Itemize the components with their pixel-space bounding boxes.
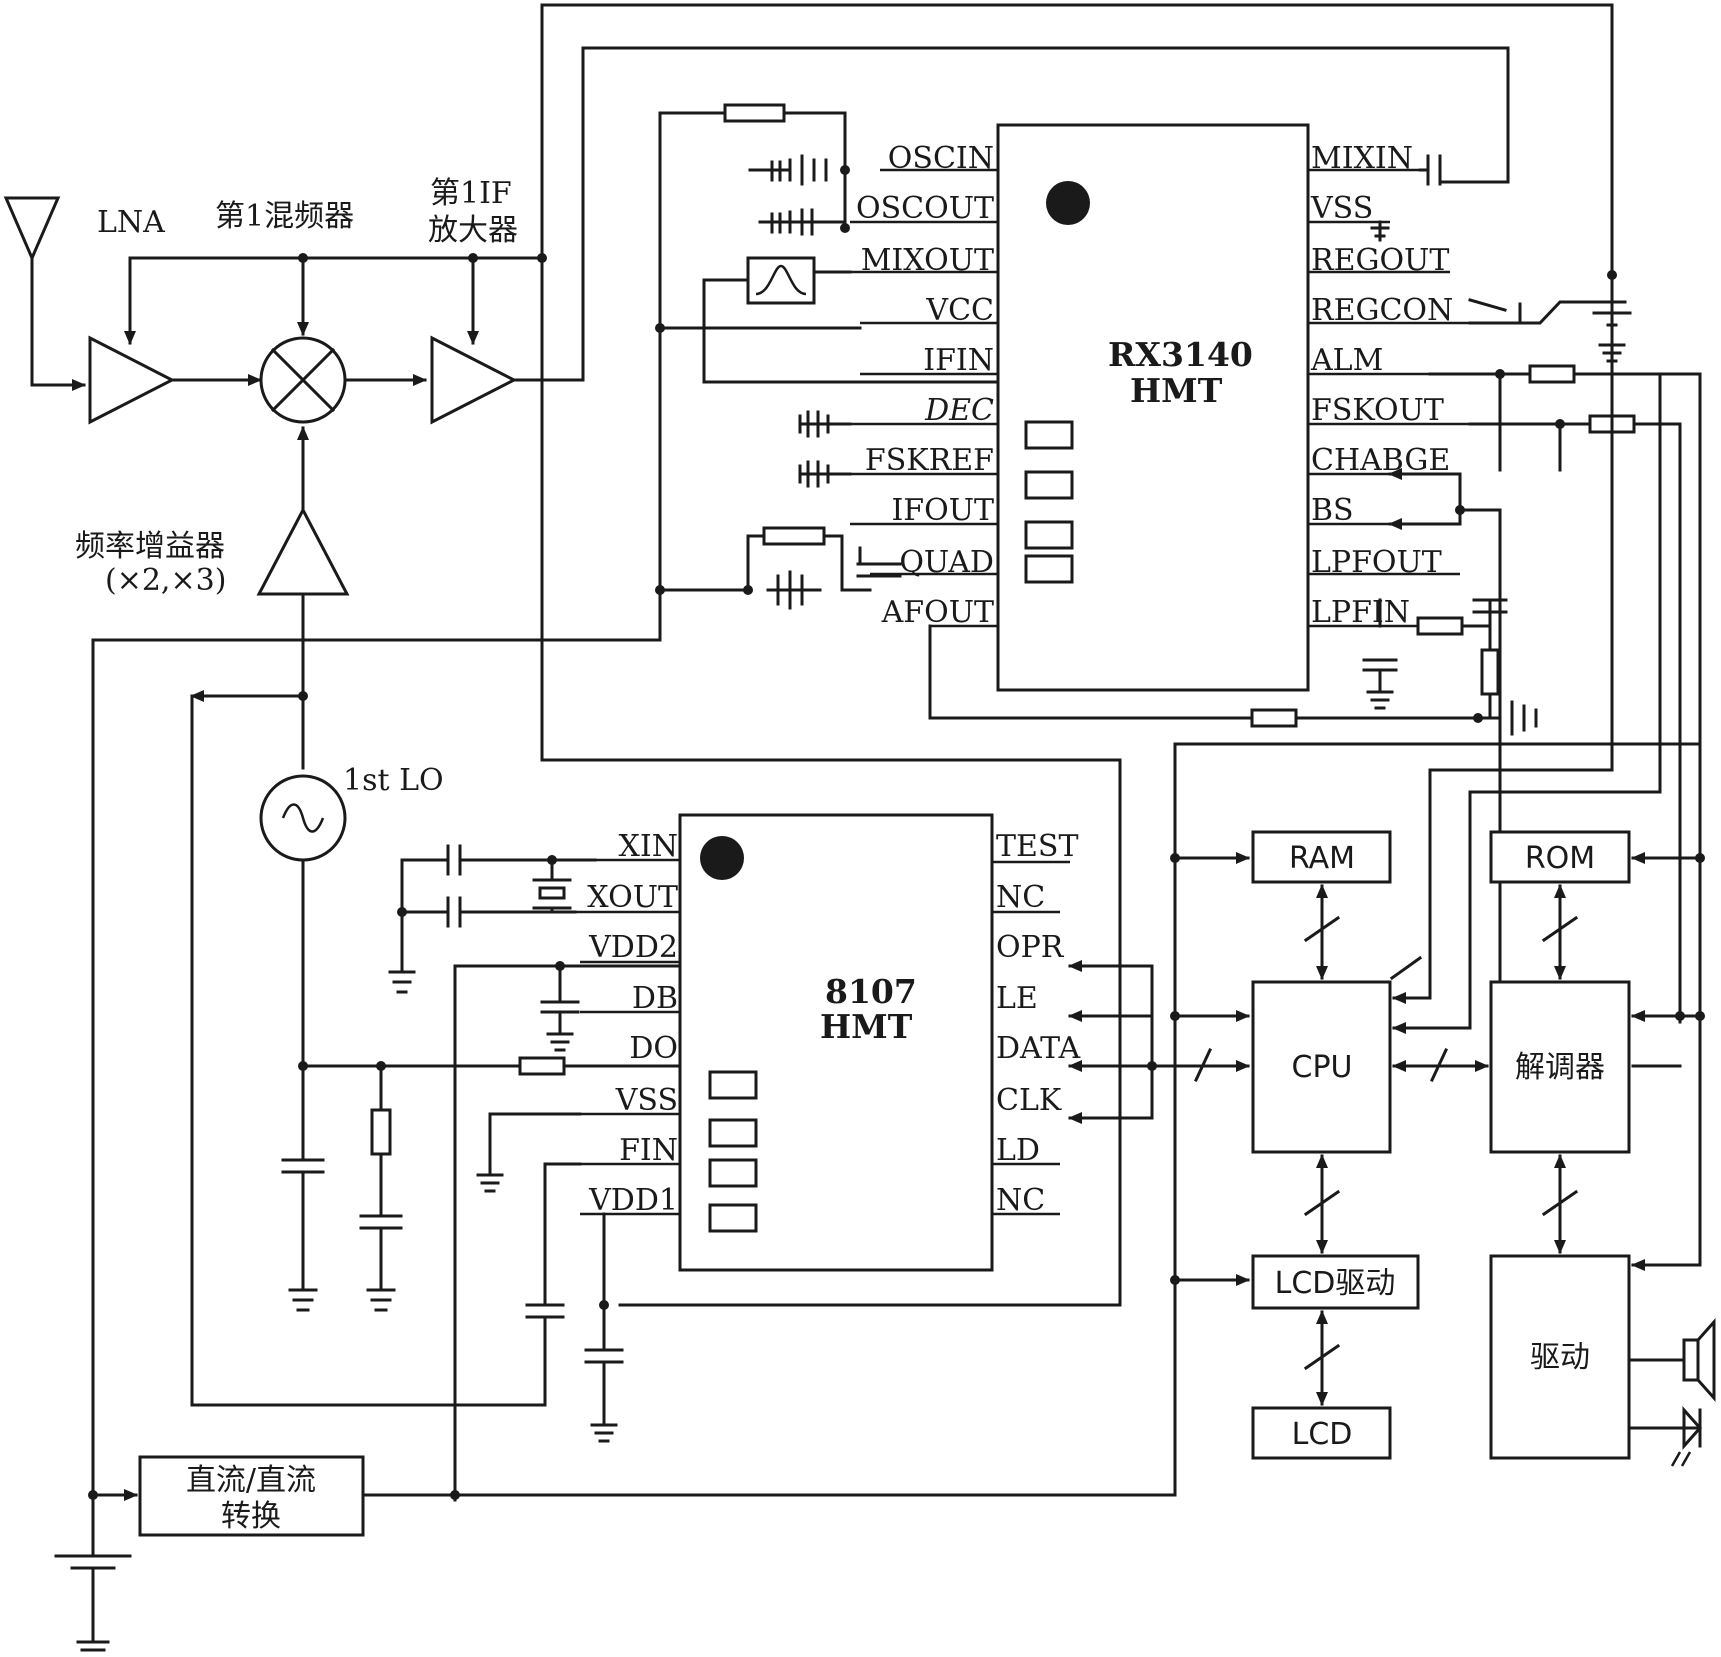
- pll-pin-db: DB: [632, 981, 678, 1016]
- antenna-icon: [3, 196, 86, 391]
- cpu-label: CPU: [1292, 1050, 1353, 1085]
- if-amp-label-1: 第1IF: [430, 176, 512, 211]
- rx3140-chip: [996, 123, 1310, 692]
- lcd-driver-label: LCD驱动: [1275, 1266, 1396, 1301]
- lna-amplifier: [88, 335, 176, 425]
- rx-pin-oscout: OSCOUT: [856, 191, 994, 226]
- rx-pin-dec: DEC: [924, 393, 994, 428]
- pll-left-pins: XIN XOUT VDD2 DB DO VSS FIN VDD1: [575, 829, 680, 1218]
- pll-pin-opr: OPR: [996, 930, 1065, 965]
- lcd-block: [1251, 1406, 1392, 1460]
- pll-pin-test: TEST: [996, 829, 1078, 864]
- digital-buses: [1303, 298, 1705, 1406]
- rx-pin-afout: AFOUT: [881, 595, 994, 630]
- pll-control-bus: [1068, 960, 1250, 1124]
- pll-pin-xin: XIN: [619, 829, 678, 864]
- lcd-driver-block: [1251, 1254, 1420, 1310]
- pll-left-components: [190, 694, 682, 1502]
- cpu-block: [1251, 980, 1392, 1154]
- pll-8107-chip: [678, 813, 994, 1272]
- pll-pin-vss: VSS: [615, 1083, 678, 1118]
- loop-filter: [281, 1056, 682, 1312]
- rx-pin-bs: BS: [1311, 493, 1354, 528]
- rx3140-dip-pads: [1024, 420, 1074, 584]
- led-icon: [1627, 1406, 1703, 1467]
- pll-pin-clk: CLK: [996, 1083, 1062, 1118]
- demodulator-block: [1489, 980, 1631, 1154]
- freq-multiplier: [256, 506, 350, 596]
- pll-pin1-dot: [700, 836, 744, 880]
- demodulator-label: 解调器: [1515, 1050, 1605, 1085]
- ram-block: [1251, 830, 1392, 884]
- mixer1-label: 第1混频器: [215, 199, 354, 234]
- lo-label: 1st LO: [343, 763, 444, 798]
- if-amp-label-2: 放大器: [428, 213, 518, 248]
- pll-pin-ld: LD: [996, 1133, 1040, 1168]
- dcdc-label-2: 转换: [221, 1499, 281, 1534]
- driver-block: [1489, 1254, 1631, 1460]
- rx-pin-fskout: FSKOUT: [1311, 393, 1444, 428]
- dcdc-label-1: 直流/直流: [186, 1463, 316, 1498]
- pll-dip-pads: [708, 1070, 758, 1233]
- rx-pin-fskref: FSKREF: [865, 443, 994, 478]
- pll-pin-vdd2: VDD2: [588, 930, 678, 965]
- ram-label: RAM: [1289, 841, 1355, 876]
- rom-block: [1489, 830, 1631, 884]
- speaker-icon: [1627, 1318, 1716, 1402]
- rx-pin-ifin: IFIN: [923, 343, 994, 378]
- pll-pin-nc2: NC: [996, 1183, 1045, 1218]
- rx3140-pin1-dot: [1046, 181, 1090, 225]
- rx-pin-alm: ALM: [1310, 343, 1383, 378]
- freq-mult-label-1: 频率增益器: [75, 529, 225, 564]
- pll-right-pins: TEST NC OPR LE DATA CLK LD NC: [992, 829, 1080, 1218]
- pll-pin-fin: FIN: [619, 1133, 678, 1168]
- mixer-symbol: [259, 336, 347, 424]
- rx3140-name: RX3140: [1108, 335, 1253, 374]
- rx-pin-vss: VSS: [1310, 191, 1373, 226]
- pll-pin-data: DATA: [996, 1031, 1080, 1066]
- freq-mult-label-2: (×2,×3): [105, 563, 226, 598]
- rx-pin-chabge: CHABGE: [1311, 443, 1450, 478]
- rx3140-name-2: HMT: [1130, 371, 1223, 410]
- rx-pin-lpfin: LPFIN: [1311, 595, 1410, 630]
- driver-label: 驱动: [1530, 1340, 1590, 1375]
- pll-pin-xout: XOUT: [587, 880, 678, 915]
- pll-pin-nc1: NC: [996, 880, 1045, 915]
- rx3140-right-pins: MIXIN VSS REGOUT REGCON ALM FSKOUT CHABG…: [1308, 141, 1470, 630]
- if-amplifier: [430, 335, 518, 425]
- pll-pin-do: DO: [629, 1031, 678, 1066]
- rx3140-left-components: [655, 103, 1538, 736]
- oscillator-icon: [259, 774, 347, 862]
- rx-pin-ifout: IFOUT: [891, 493, 994, 528]
- lna-label: LNA: [97, 205, 165, 240]
- lcd-label: LCD: [1292, 1417, 1353, 1452]
- pll-name-2: HMT: [820, 1007, 913, 1046]
- pll-pin-vdd1: VDD1: [588, 1183, 678, 1218]
- rx3140-left-pins: OSCIN OSCOUT MIXOUT VCC IFIN DEC FSKREF …: [850, 141, 998, 630]
- pll-pin-le: LE: [996, 981, 1038, 1016]
- rom-label: ROM: [1525, 841, 1595, 876]
- battery-icon: [54, 1493, 132, 1652]
- pll-name: 8107: [825, 972, 917, 1011]
